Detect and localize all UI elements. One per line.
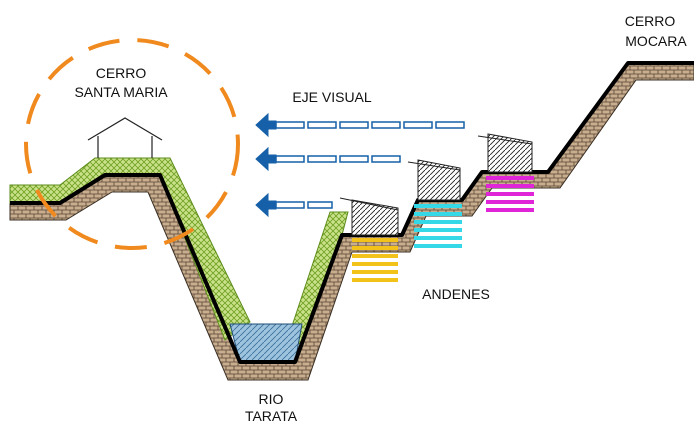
label-rio-tarata-line1: RIO	[259, 391, 284, 407]
label-eje-visual: EJE VISUAL	[292, 89, 372, 105]
label-cerro-santa-maria-line1: CERRO	[96, 65, 147, 81]
house-icon	[87, 117, 163, 158]
label-cerro-mocara-line2: MOCARA	[625, 33, 687, 49]
terrace-wall-3	[487, 133, 533, 173]
label-rio-tarata-line2: TARATA	[245, 408, 298, 423]
terrace-wall-2	[417, 159, 461, 201]
visual-axis-lines	[275, 121, 465, 209]
label-cerro-santa-maria-line2: SANTA MARIA	[74, 84, 168, 100]
label-andenes: ANDENES	[422, 286, 490, 302]
visual-axis-arrows	[255, 112, 277, 218]
label-cerro-mocara-line1: CERRO	[625, 13, 676, 29]
terrace-wall-1	[351, 199, 399, 236]
terraces-cyan	[414, 204, 462, 248]
terraces-magenta	[486, 176, 534, 212]
river-water	[229, 323, 303, 363]
viewpoint-circle	[24, 38, 240, 250]
terraces-yellow	[352, 238, 398, 282]
